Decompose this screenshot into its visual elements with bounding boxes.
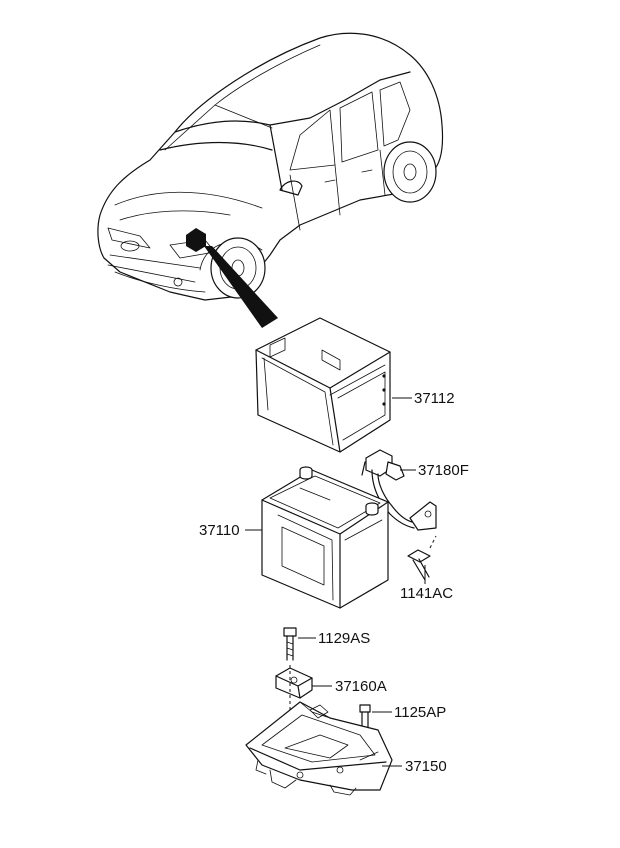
part-label-1125AP[interactable]: 1125AP [394,704,447,721]
part-label-37150[interactable]: 37150 [405,758,447,775]
battery-tray-37150 [245,701,393,796]
bolt-1129AS [283,627,297,661]
part-label-37180F[interactable]: 37180F [418,462,469,479]
part-label-37160A[interactable]: 37160A [335,678,387,695]
bolt-1141AC [407,535,437,581]
battery-37110 [261,466,389,609]
part-label-37110[interactable]: 37110 [199,522,240,539]
battery-cover-37112 [255,317,391,453]
part-label-37112[interactable]: 37112 [414,390,455,407]
battery-cable-37180F [361,449,437,531]
part-label-1141AC[interactable]: 1141AC [400,585,454,602]
car-illustration [97,32,444,328]
part-label-1129AS[interactable]: 1129AS [318,630,371,647]
